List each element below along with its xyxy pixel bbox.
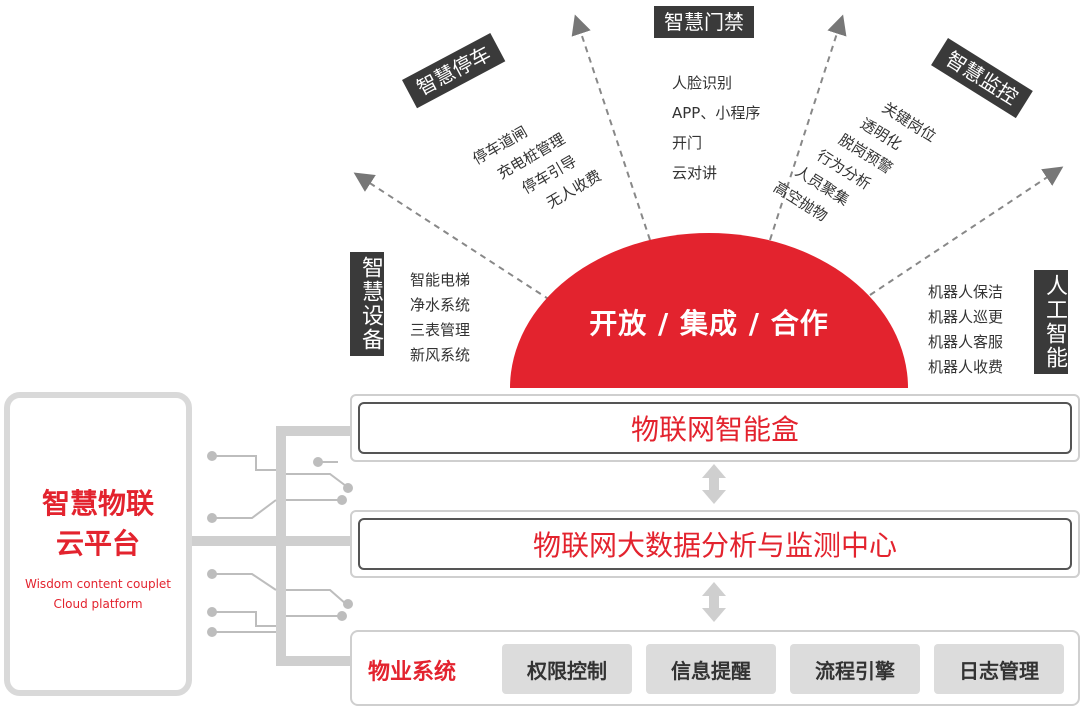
list-item: 机器人巡更: [928, 308, 1004, 326]
center-semicircle: [510, 233, 908, 388]
list-item: 新风系统: [410, 346, 471, 364]
left-panel-subtitle: Wisdom content couplet Cloud platform: [10, 574, 186, 614]
tag-smart-devices: 智慧设备: [350, 252, 384, 356]
arrow-ai: [869, 166, 1064, 296]
module-permission-control: 权限控制: [502, 644, 632, 694]
module-log-management: 日志管理: [934, 644, 1064, 694]
property-system-label: 物业系统: [368, 660, 457, 685]
layer-data-center-label: 物联网大数据分析与监测中心: [358, 518, 1072, 570]
layer-data-center: 物联网大数据分析与监测中心: [350, 510, 1080, 578]
layer-iot-box: 物联网智能盒: [350, 394, 1080, 462]
left-panel-title: 智慧物联 云平台: [10, 484, 186, 564]
list-item: APP、小程序: [672, 104, 761, 122]
list-item: 机器人客服: [928, 333, 1004, 351]
list-item: 净水系统: [410, 296, 471, 314]
list-access: 人脸识别 APP、小程序 开门 云对讲: [672, 68, 760, 188]
arrow-parking: [353, 172, 551, 301]
module-process-engine: 流程引擎: [790, 644, 920, 694]
list-item: 机器人保洁: [928, 283, 1004, 301]
list-item: 人脸识别: [672, 74, 733, 92]
arrow-access-left: [571, 14, 651, 241]
layer-iot-box-label: 物联网智能盒: [358, 402, 1072, 454]
left-panel-cloud-platform: 智慧物联 云平台 Wisdom content couplet Cloud pl…: [4, 392, 192, 696]
list-item: 开门: [672, 134, 703, 152]
left-panel-sub-line2: Cloud platform: [53, 597, 143, 611]
left-panel-title-line1: 智慧物联: [41, 487, 154, 520]
tag-smart-access: 智慧门禁: [654, 6, 754, 38]
list-item: 三表管理: [410, 321, 471, 339]
list-ai: 机器人保洁 机器人巡更 机器人客服 机器人收费: [928, 280, 1003, 380]
module-info-reminder: 信息提醒: [646, 644, 776, 694]
tag-ai: 人工智能: [1034, 270, 1068, 374]
center-title: 开放 / 集成 / 合作: [589, 307, 829, 340]
arrow-access-right: [769, 14, 847, 241]
list-devices: 智能电梯 净水系统 三表管理 新风系统: [410, 268, 470, 368]
left-panel-title-line2: 云平台: [55, 527, 140, 560]
left-panel-sub-line1: Wisdom content couplet: [25, 577, 171, 591]
list-item: 云对讲: [672, 164, 718, 182]
list-item: 机器人收费: [928, 358, 1004, 376]
list-item: 智能电梯: [410, 271, 471, 289]
